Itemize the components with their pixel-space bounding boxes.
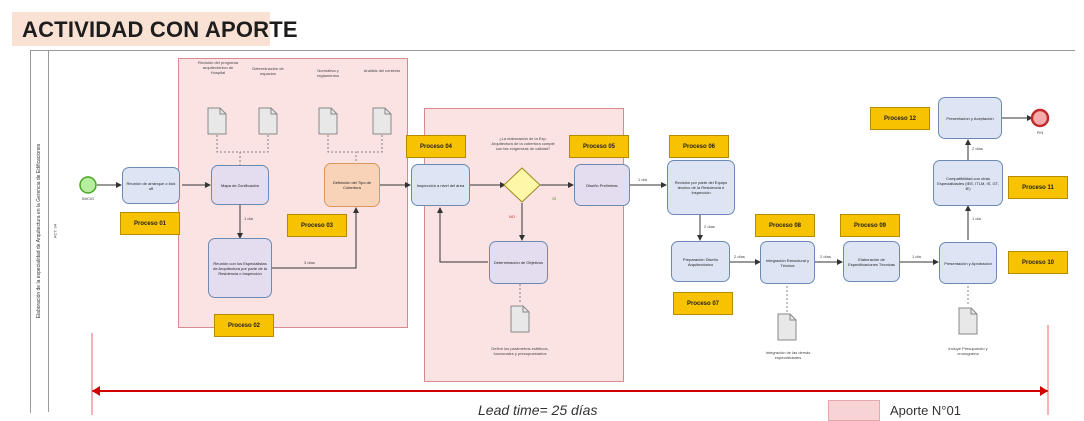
task-reunion-especialistas[interactable]: Reunión con los Especialistas de Arquite… bbox=[208, 238, 272, 298]
task-revision-residencia[interactable]: Revisión por parte del Equipo técnico de… bbox=[667, 160, 735, 215]
doc-label-definir-parametros: Definir los parámetros estéticos, funcio… bbox=[491, 346, 549, 356]
flow-label-5: 2 días bbox=[734, 254, 745, 259]
document-icon bbox=[207, 107, 227, 135]
task-definicion-cobertura[interactable]: Definición del Tipo de Cobertura bbox=[324, 163, 380, 207]
task-mapa-zonificacion[interactable]: Mapa de Zonificación bbox=[211, 165, 269, 205]
task-integracion-tecnica[interactable]: Integración Estructural y Técnica bbox=[760, 241, 815, 284]
page-title: ACTIVIDAD CON APORTE bbox=[22, 17, 298, 42]
process-tag-05: Proceso 05 bbox=[569, 135, 629, 158]
document-icon bbox=[372, 107, 392, 135]
document-icon bbox=[958, 307, 978, 335]
flow-label-6: 2 días bbox=[820, 254, 831, 259]
document-icon bbox=[510, 305, 530, 333]
task-determinacion-objetivos[interactable]: Determinación de Objetivos bbox=[489, 241, 548, 284]
task-presentacion-aprobacion[interactable]: Presentación y Aprobación bbox=[939, 242, 997, 284]
doc-label-incluye: Incluye Presupuesto y cronograma bbox=[948, 346, 988, 356]
legend-swatch bbox=[828, 400, 880, 421]
task-reunion-kickoff[interactable]: Reunión de arranque o kick off bbox=[122, 167, 180, 204]
document-icon bbox=[258, 107, 278, 135]
task-elaboracion-especificaciones[interactable]: Elaboración de Especificaciones Técnicas bbox=[843, 241, 900, 282]
start-event bbox=[79, 176, 97, 194]
start-event-label: INICIO bbox=[81, 196, 95, 201]
process-tag-09: Proceso 09 bbox=[840, 214, 900, 237]
doc-label-normativa: Normativa y reglamentos bbox=[316, 68, 339, 78]
process-tag-07: Proceso 07 bbox=[673, 292, 733, 315]
task-presentacion-aceptacion[interactable]: Presentación y Aceptación bbox=[938, 97, 1002, 139]
title-background bbox=[12, 12, 270, 46]
process-tag-12: Proceso 12 bbox=[870, 107, 930, 130]
process-tag-06: Proceso 06 bbox=[669, 135, 729, 158]
process-tag-11: Proceso 11 bbox=[1008, 176, 1068, 199]
lane-divider bbox=[48, 50, 49, 412]
process-tag-04: Proceso 04 bbox=[406, 135, 466, 158]
process-tag-01: Proceso 01 bbox=[120, 212, 180, 235]
task-compatibilidad[interactable]: Compatibilidad con otras Especialidades … bbox=[933, 160, 1003, 206]
flow-label-2: 3 días bbox=[304, 260, 315, 265]
task-diseno-preliminar[interactable]: Diseño Preliminar bbox=[574, 164, 630, 206]
document-icon bbox=[318, 107, 338, 135]
flow-label-4: 2 días bbox=[704, 224, 715, 229]
end-event bbox=[1030, 108, 1050, 128]
flow-label-1: 1 día bbox=[244, 216, 253, 221]
task-inspeccion-terreno[interactable]: Inspección a nivel del área bbox=[411, 164, 470, 206]
flow-label-7: 1 día bbox=[912, 254, 921, 259]
process-tag-03: Proceso 03 bbox=[287, 214, 347, 237]
decision-gateway bbox=[503, 167, 541, 203]
end-event-label: FIN bbox=[1036, 130, 1044, 135]
legend-label: Aporte N°01 bbox=[890, 403, 961, 418]
doc-label-revision-programa: Revisión del programa arquitectónico de … bbox=[197, 60, 239, 75]
lead-time-label: Lead time= 25 días bbox=[478, 402, 598, 418]
process-tag-08: Proceso 08 bbox=[755, 214, 815, 237]
flow-label-3: 1 día bbox=[638, 177, 647, 182]
gateway-no-label: NO bbox=[509, 214, 515, 219]
doc-label-integracion-demas: Integración de las demás especialidades bbox=[765, 350, 811, 360]
document-icon bbox=[777, 313, 797, 341]
pool bbox=[30, 50, 1075, 413]
process-tag-02: Proceso 02 bbox=[214, 314, 274, 337]
gateway-question: ¿La elaboración de la Esp. Arquitectura … bbox=[491, 136, 555, 151]
process-tag-10: Proceso 10 bbox=[1008, 251, 1068, 274]
flow-label-8: 1 día bbox=[972, 216, 981, 221]
task-preparacion-diseno[interactable]: Preparación Diseño Arquitectónico bbox=[671, 241, 730, 282]
doc-label-analisis-contexto: Análisis del contexto bbox=[363, 68, 401, 73]
flow-label-9: 2 días bbox=[972, 146, 983, 151]
gateway-yes-label: SÍ bbox=[552, 196, 556, 201]
doc-label-determinacion-espacios: Determinación de espacios bbox=[252, 66, 284, 76]
